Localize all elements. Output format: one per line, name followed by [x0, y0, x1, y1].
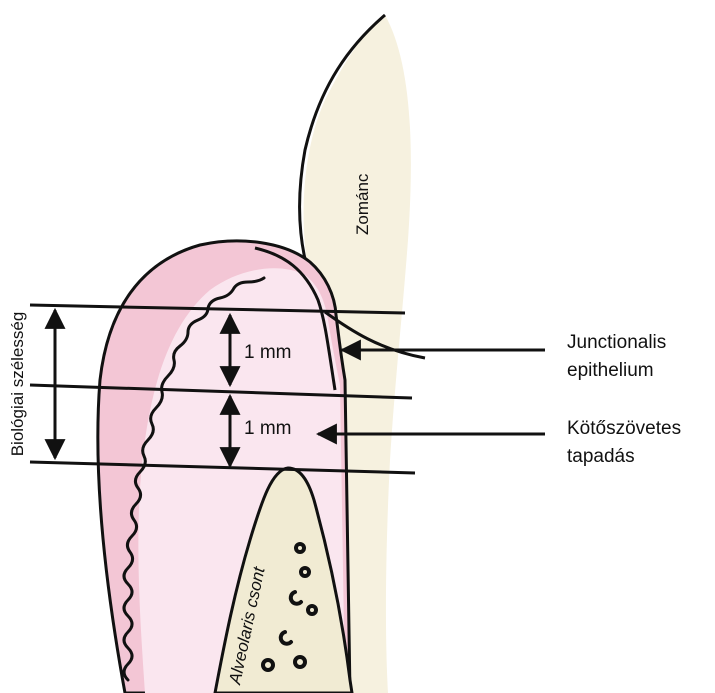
junctional-label-line1: Junctionalis: [567, 332, 666, 353]
biologic-width-label: Biológiai szélesség: [8, 312, 27, 457]
enamel-label: Zománc: [353, 173, 372, 235]
upper-mm-label: 1 mm: [244, 342, 292, 363]
connective-label-line1: Kötőszövetes: [567, 418, 681, 439]
junctional-label-line2: epithelium: [567, 360, 654, 381]
connective-label-line2: tapadás: [567, 446, 635, 467]
lower-mm-label: 1 mm: [244, 418, 292, 439]
